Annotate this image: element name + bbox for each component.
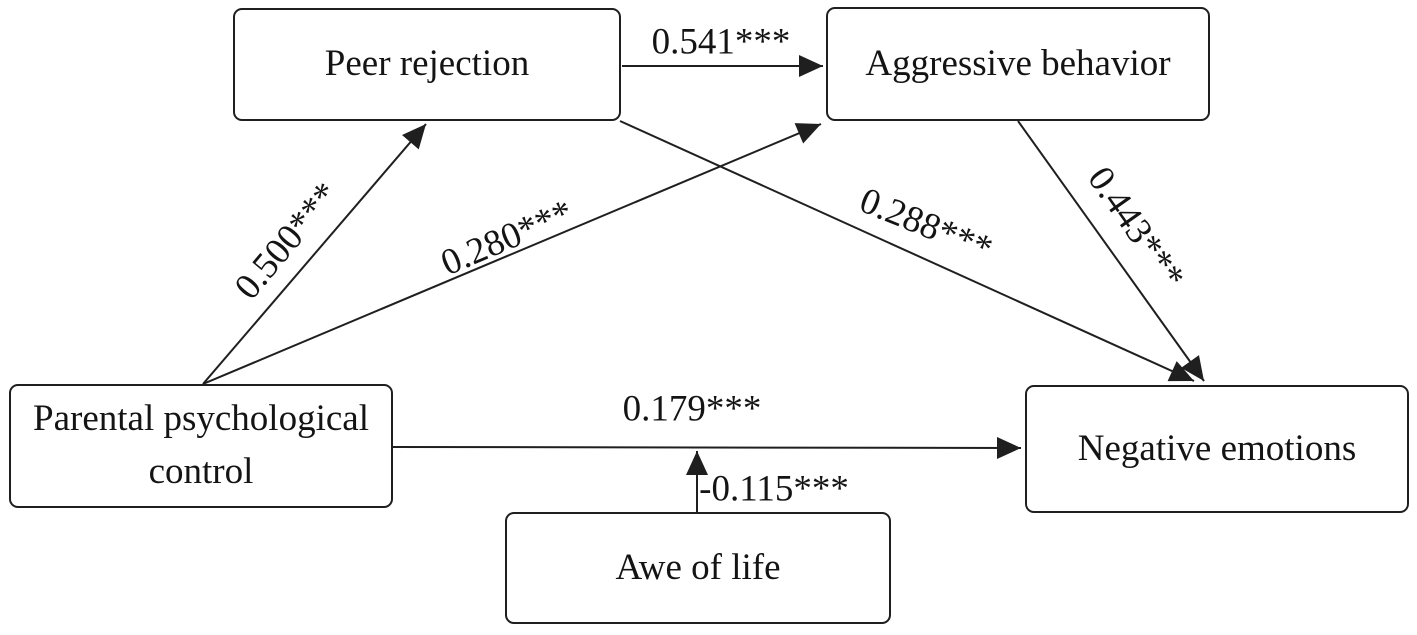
arrow-parental-control-to-aggressive-behavior — [202, 123, 822, 385]
node-peer-rejection-label: Peer rejection — [324, 43, 530, 85]
node-parental-psychological-control-label: Parental psychological control — [33, 398, 369, 492]
node-aggressive-behavior-label: Aggressive behavior — [865, 42, 1171, 84]
coefficient-label-parental-to-negative: 0.179*** — [622, 388, 762, 430]
node-parental-psychological-control: Parental psychological control — [9, 384, 393, 508]
node-awe-of-life: Awe of life — [505, 512, 891, 624]
arrow-aggressive-behavior-to-negative-emotions — [1017, 120, 1205, 382]
arrow-parental-control-to-peer-rejection — [202, 123, 427, 385]
node-negative-emotions: Negative emotions — [1025, 385, 1409, 513]
coefficient-label-awe-moderation: -0.115*** — [699, 468, 849, 510]
node-aggressive-behavior: Aggressive behavior — [826, 7, 1210, 121]
node-negative-emotions-label: Negative emotions — [1077, 427, 1357, 469]
node-awe-of-life-label: Awe of life — [615, 546, 781, 588]
arrow-parental-control-to-negative-emotions — [392, 436, 1022, 459]
arrow-peer-rejection-to-negative-emotions — [619, 120, 1195, 382]
coefficient-label-peer-to-aggressive: 0.541*** — [651, 21, 791, 63]
node-peer-rejection: Peer rejection — [233, 8, 621, 121]
